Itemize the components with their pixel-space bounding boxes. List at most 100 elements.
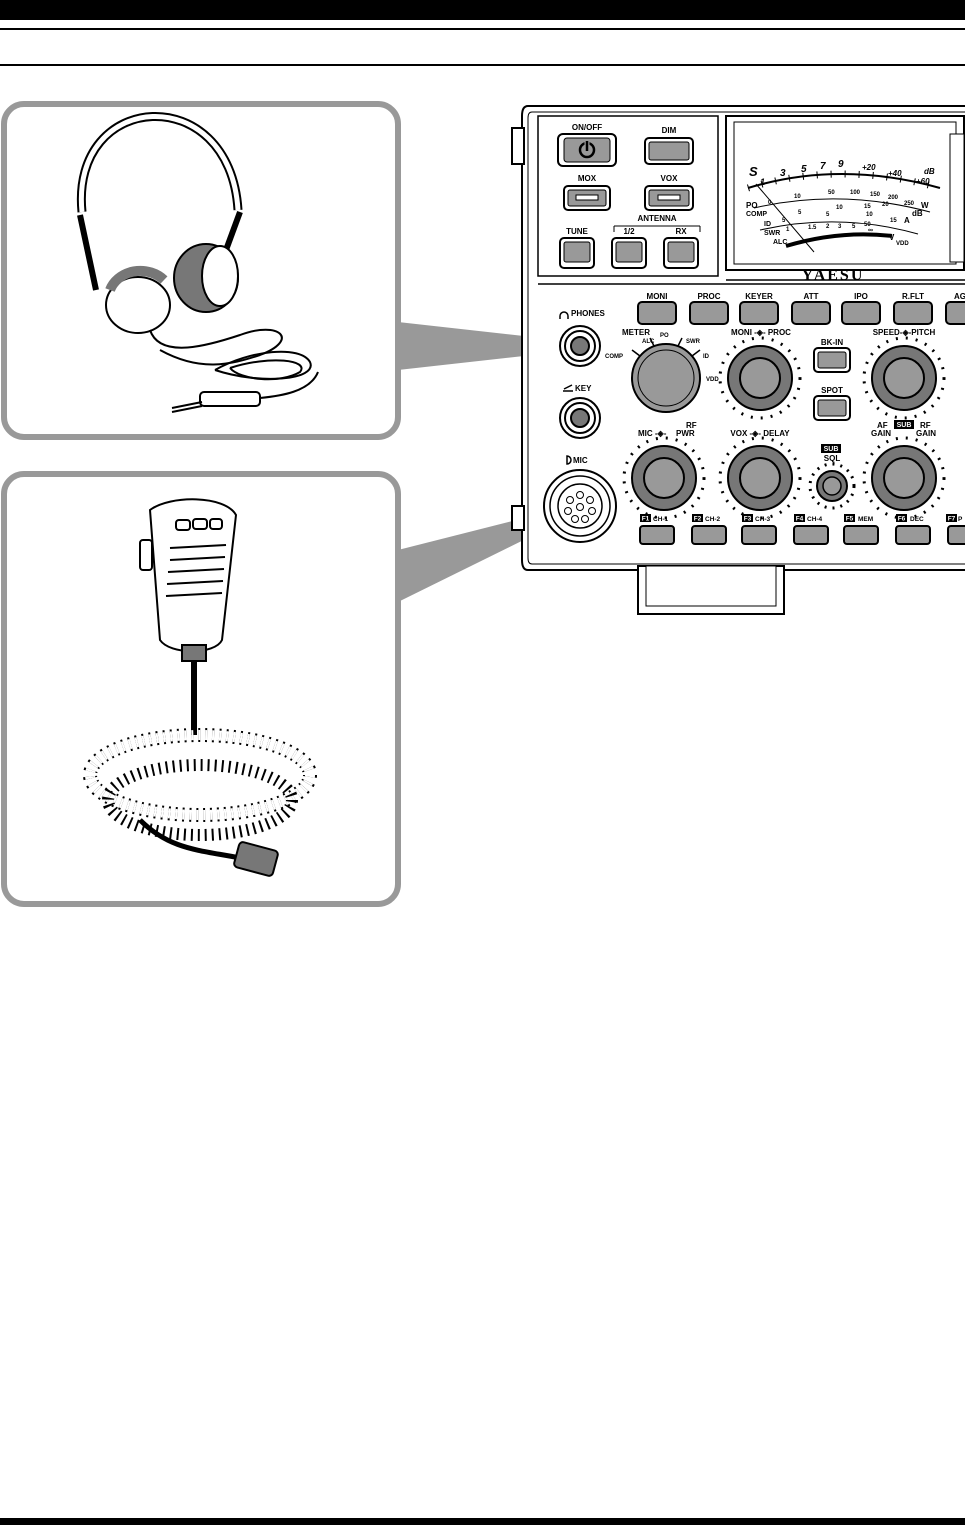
brand-logo: YAESU	[802, 267, 865, 284]
meter-s-tick: +40	[888, 169, 902, 178]
meter-alc-label: ALC	[773, 239, 787, 246]
proc-button[interactable]	[689, 301, 729, 325]
f6-button[interactable]	[895, 525, 931, 545]
f2-key-text: F2	[694, 516, 702, 523]
meter-po-tick: 100	[850, 190, 861, 196]
mic-pwr-label: MIC -◈-	[638, 429, 667, 438]
meter-s-tick: 7	[820, 161, 826, 172]
meter-s-tick: 1	[760, 177, 765, 187]
mic-label: MIC	[573, 456, 588, 465]
bk-in-button[interactable]	[813, 347, 851, 373]
antenna-1-2-button[interactable]	[611, 237, 647, 269]
f6-key-text: F6	[898, 516, 906, 523]
meter-v-unit: V	[889, 233, 895, 242]
mic-callout-line	[398, 512, 556, 602]
rf-gain-label-2: GAIN	[916, 429, 936, 438]
meter-selector-knob[interactable]	[631, 337, 701, 413]
meter-selector-comp: COMP	[605, 354, 623, 360]
moni-button[interactable]	[637, 301, 677, 325]
meter-po-label: PO	[746, 201, 758, 210]
moni-label: MONI	[647, 292, 668, 301]
f6-key-label: DEC	[910, 516, 924, 523]
f4-label: F4 CH-4	[794, 514, 823, 523]
f3-button[interactable]	[741, 525, 777, 545]
agc-label: AG	[954, 292, 965, 301]
key-jack[interactable]	[559, 397, 601, 439]
meter-comp-tick: 5	[798, 210, 802, 216]
moni-proc-label: MONI -◈- PROC	[731, 328, 791, 337]
function-buttons-row	[637, 301, 965, 325]
meter-swr-tick: 5	[852, 224, 856, 230]
headphones-icon	[559, 311, 569, 319]
sub-sql-knob[interactable]	[808, 462, 856, 510]
f2-button[interactable]	[691, 525, 727, 545]
meter-id-label: ID	[764, 221, 771, 228]
meter-s-tick: 5	[801, 164, 807, 175]
mox-button[interactable]	[563, 185, 611, 211]
af-gain-label: GAIN	[871, 429, 891, 438]
moni-proc-knob[interactable]	[718, 336, 802, 420]
meter-swr-tick: 3	[838, 224, 842, 230]
af-rf-gain-knob[interactable]	[862, 436, 946, 520]
meter-po-tick: 50	[828, 190, 835, 196]
keyer-button[interactable]	[739, 301, 779, 325]
meter-swr-tick: ∞	[868, 227, 873, 234]
meter-s-tick: +20	[862, 163, 876, 172]
phones-label: PHONES	[571, 309, 605, 318]
f7-label: F7 P	[946, 514, 963, 523]
meter-po-unit: W	[921, 201, 929, 210]
f5-key-label: MEM	[858, 516, 873, 523]
meter-po-tick: 10	[794, 194, 801, 200]
meter-swr-tick: 1.5	[808, 225, 817, 231]
meter-s-tick: 3	[780, 168, 786, 179]
f6-label: F6 DEC	[896, 514, 924, 523]
att-button[interactable]	[791, 301, 831, 325]
af-label: AF	[877, 421, 888, 430]
f4-button[interactable]	[793, 525, 829, 545]
f5-button[interactable]	[843, 525, 879, 545]
headphones-illustration	[76, 112, 319, 413]
meter-po-tick: 150	[870, 192, 881, 198]
tune-label: TUNE	[566, 227, 588, 236]
meter-comp-tick: 10	[836, 205, 843, 211]
f7-key-label: P	[958, 516, 963, 523]
f1-label: F1 CH-1	[640, 514, 669, 523]
meter-comp-tick: 15	[864, 204, 871, 210]
mic-jack[interactable]	[543, 469, 617, 543]
r-flt-button[interactable]	[893, 301, 933, 325]
meter-comp-tick: 20	[882, 202, 889, 208]
meter-selector-swr: SWR	[686, 339, 701, 345]
meter-swr-tick: 1	[786, 227, 790, 233]
antenna-rx-button[interactable]	[663, 237, 699, 269]
meter-vdd-unit: VDD	[896, 241, 909, 247]
dim-button[interactable]	[644, 137, 694, 165]
meter-id-tick: 15	[890, 218, 897, 224]
meter-selector-id: ID	[703, 354, 710, 360]
meter-id-tick: 5	[826, 212, 830, 218]
tune-button[interactable]	[559, 237, 595, 269]
vox-delay-knob[interactable]	[718, 436, 802, 520]
vox-button[interactable]	[644, 185, 694, 211]
f5-key-text: F5	[846, 516, 854, 523]
f3-key-text: F3	[744, 516, 752, 523]
footer-bar	[0, 1518, 965, 1525]
phones-jack[interactable]	[559, 325, 601, 367]
meter-comp-label: COMP	[746, 211, 767, 218]
spot-button[interactable]	[813, 395, 851, 421]
meter-swr-tick: 2	[826, 224, 830, 230]
sql-label: SQL	[824, 454, 841, 463]
sub-badge-gain	[894, 420, 914, 429]
on-off-button[interactable]	[557, 133, 617, 167]
ipo-button[interactable]	[841, 301, 881, 325]
f7-button[interactable]	[947, 525, 965, 545]
headphones-callout	[1, 101, 401, 440]
sub-badge-label: SUB	[824, 446, 839, 453]
speed-pitch-knob[interactable]	[862, 336, 946, 420]
rf-label: RF	[686, 421, 697, 430]
speed-pitch-label: SPEED-◈-PITCH	[873, 328, 936, 337]
header-bar	[0, 0, 965, 20]
agc-button[interactable]	[945, 301, 965, 325]
mic-rf-pwr-knob[interactable]	[622, 436, 706, 520]
f1-button[interactable]	[639, 525, 675, 545]
microphone-illustration	[83, 498, 317, 877]
